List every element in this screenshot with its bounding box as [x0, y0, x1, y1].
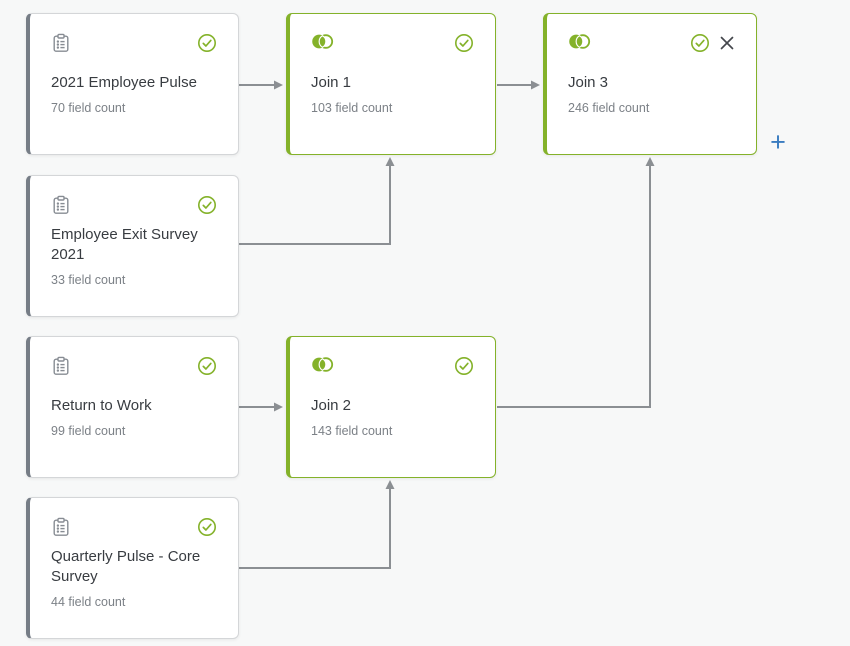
survey-node-2021-employee-pulse[interactable]: 2021 Employee Pulse 70 field count — [26, 13, 239, 155]
connector-survey2-to-join1 — [239, 165, 391, 245]
node-field-count: 33 field count — [51, 272, 126, 287]
node-title: Join 2 — [311, 396, 352, 414]
check-circle-icon — [197, 356, 217, 376]
join-node-join-2[interactable]: Join 2 143 field count — [286, 336, 496, 478]
clipboard-list-icon — [51, 195, 71, 215]
arrowhead — [385, 157, 395, 166]
arrowhead — [385, 480, 395, 489]
connector-join2-to-join3 — [497, 165, 651, 408]
node-field-count: 103 field count — [311, 100, 393, 115]
node-field-count: 70 field count — [51, 100, 126, 115]
arrowhead — [274, 80, 283, 90]
arrowhead — [531, 80, 540, 90]
add-node-button[interactable]: + — [765, 126, 791, 158]
node-field-count: 246 field count — [568, 100, 650, 115]
connector-survey4-to-join2 — [239, 488, 391, 569]
check-circle-icon — [454, 356, 474, 376]
check-circle-icon — [197, 195, 217, 215]
survey-node-return-to-work[interactable]: Return to Work 99 field count — [26, 336, 239, 478]
venn-join-icon — [311, 356, 334, 373]
check-circle-icon — [454, 33, 474, 53]
join-node-join-1[interactable]: Join 1 103 field count — [286, 13, 496, 155]
clipboard-list-icon — [51, 356, 71, 376]
check-circle-icon — [690, 33, 710, 53]
arrowhead — [274, 402, 283, 412]
check-circle-icon — [197, 33, 217, 53]
node-field-count: 44 field count — [51, 594, 126, 609]
node-title: Employee Exit Survey 2021 — [51, 225, 198, 263]
check-circle-icon — [197, 517, 217, 537]
survey-node-employee-exit-2021[interactable]: Employee Exit Survey 2021 33 field count — [26, 175, 239, 317]
node-title: 2021 Employee Pulse — [51, 73, 197, 91]
arrowhead — [645, 157, 655, 166]
node-title: Quarterly Pulse - Core Survey — [51, 547, 201, 585]
join-node-join-3[interactable]: Join 3 246 field count — [543, 13, 757, 155]
venn-join-icon — [568, 33, 591, 50]
survey-node-quarterly-pulse-core[interactable]: Quarterly Pulse - Core Survey 44 field c… — [26, 497, 239, 639]
clipboard-list-icon — [51, 33, 71, 53]
node-title: Join 3 — [568, 73, 609, 91]
node-title: Return to Work — [51, 396, 152, 414]
clipboard-list-icon — [51, 517, 71, 537]
node-field-count: 99 field count — [51, 423, 126, 438]
node-title: Join 1 — [311, 73, 352, 91]
node-field-count: 143 field count — [311, 423, 393, 438]
venn-join-icon — [311, 33, 334, 50]
close-icon[interactable] — [719, 35, 735, 51]
